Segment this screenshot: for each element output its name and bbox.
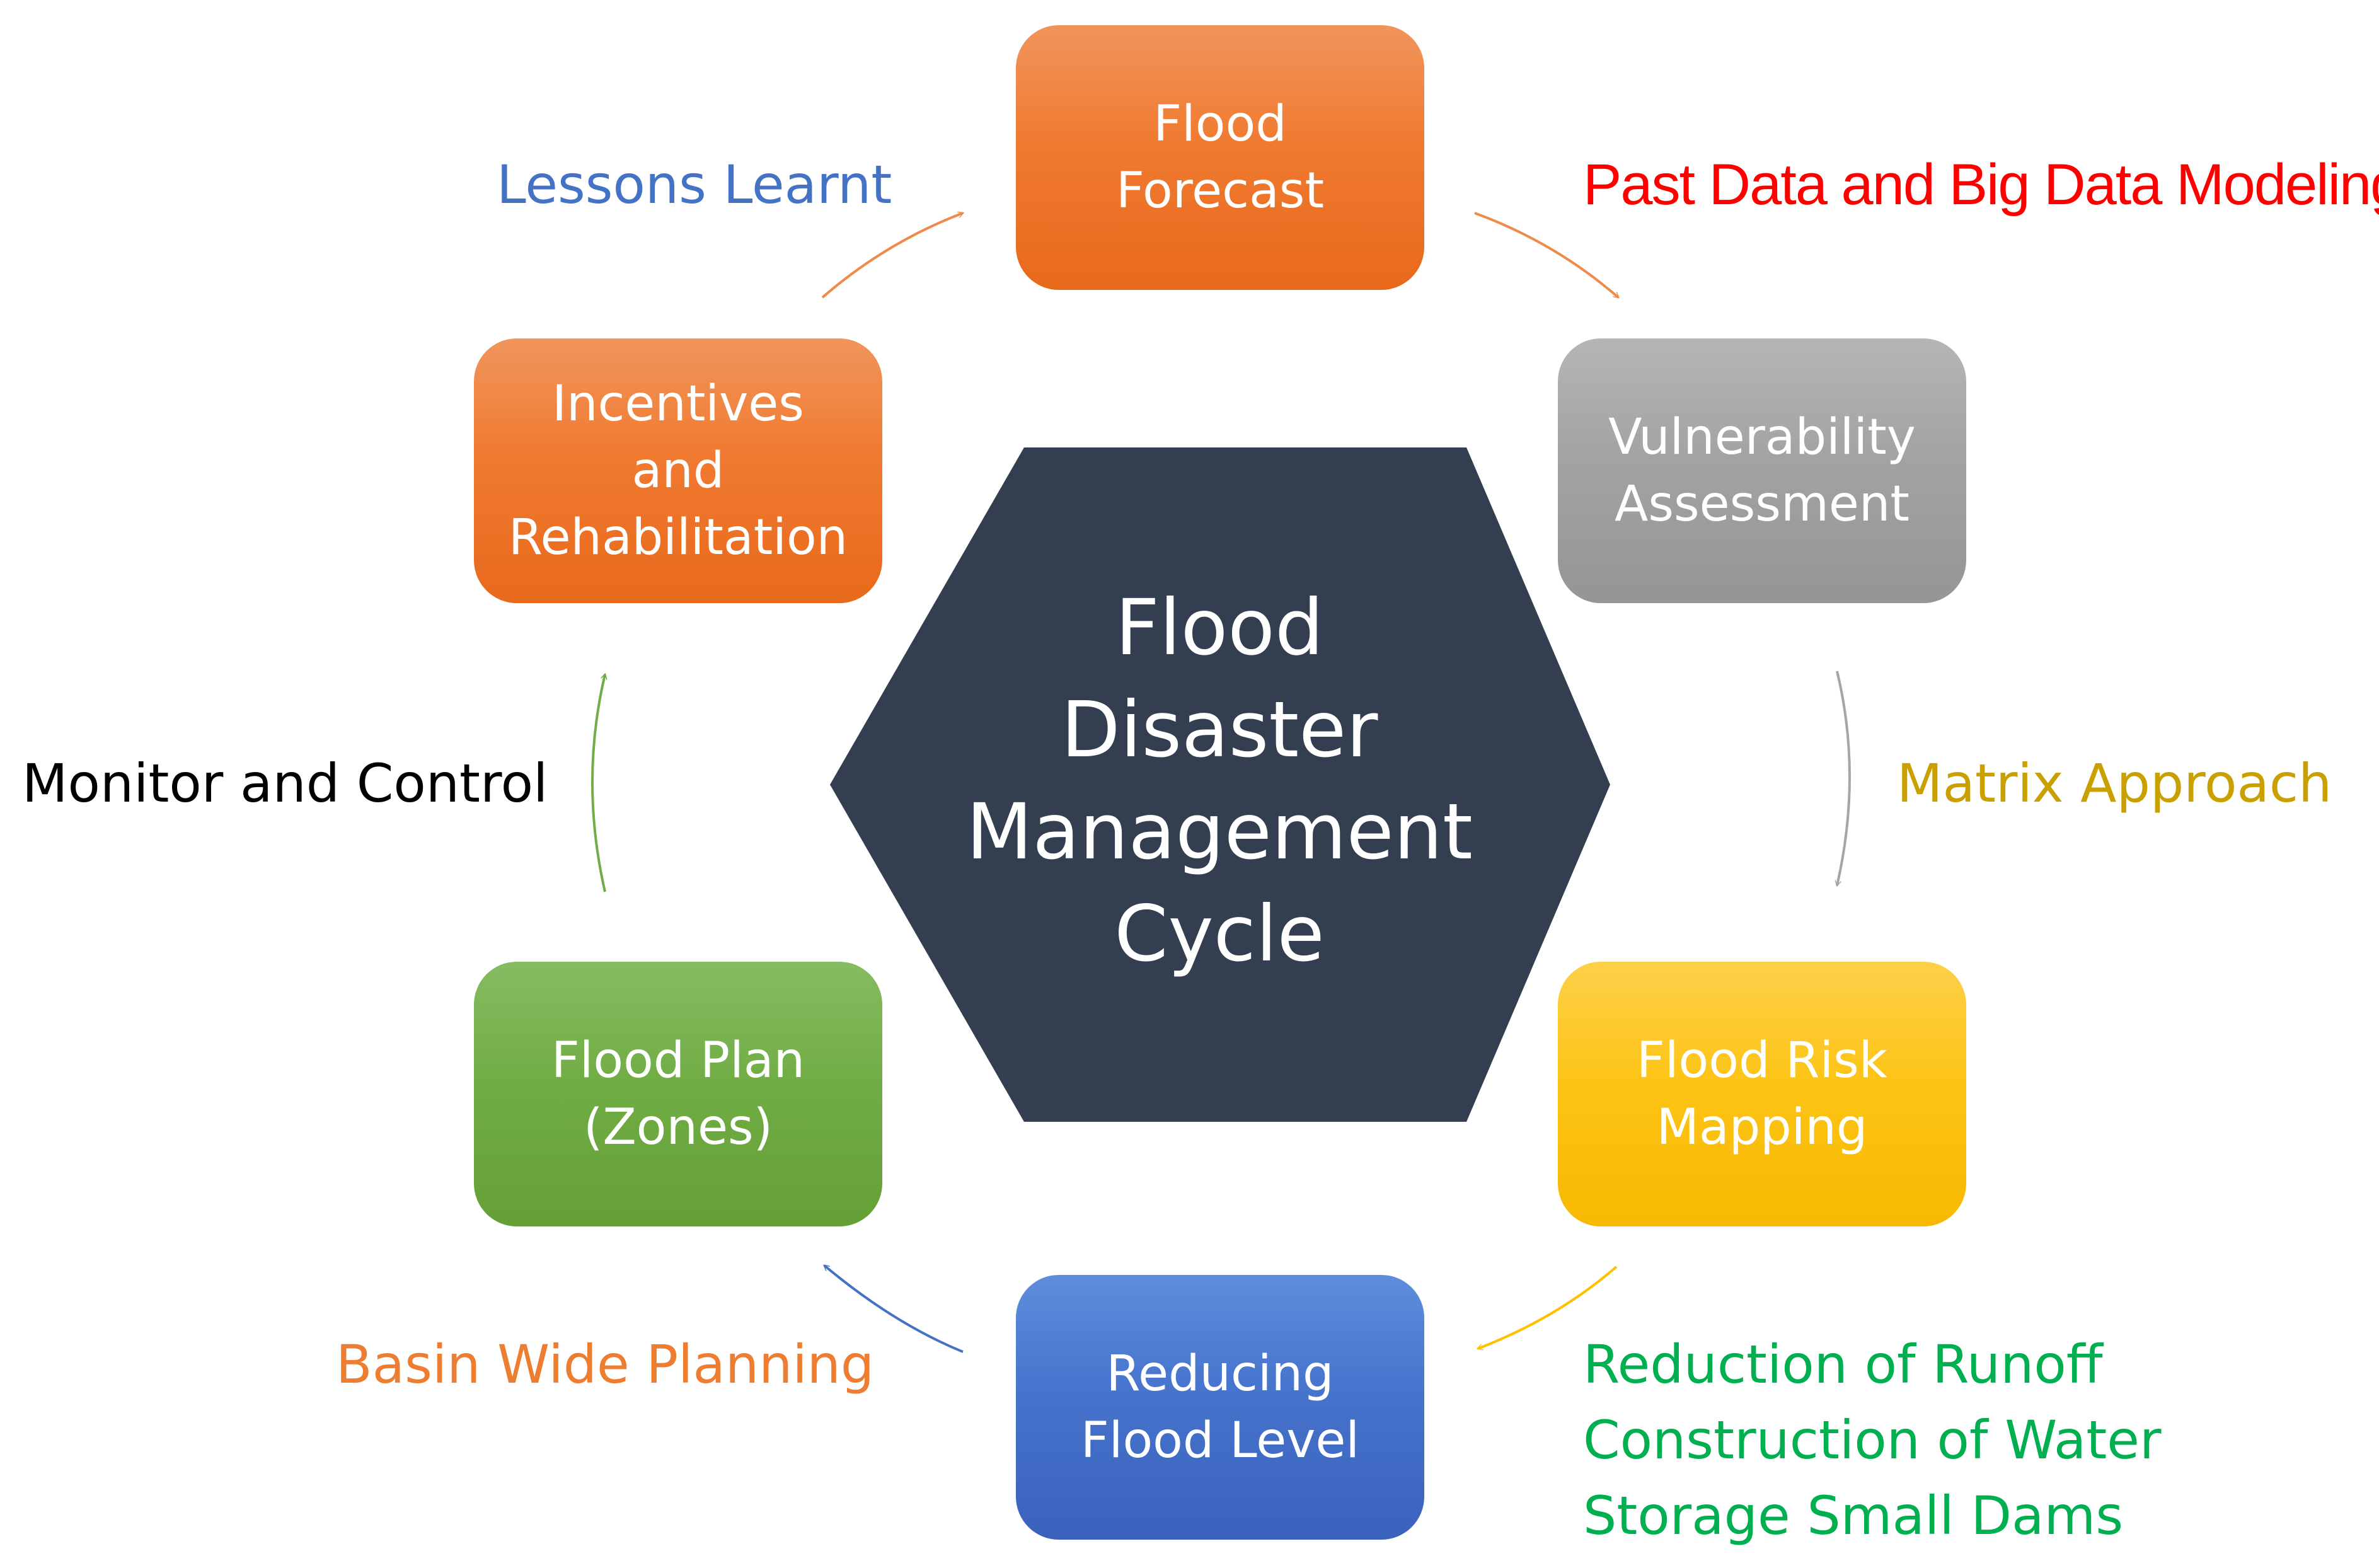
arrow-incentives-to-forecast <box>821 213 963 299</box>
label-basin-wide-planning: Basin Wide Planning <box>336 1334 875 1395</box>
box-line: and <box>631 442 725 499</box>
label-line: Storage Small Dams <box>1583 1485 2124 1547</box>
arrow-forecast-to-vulnerability <box>1474 212 1618 297</box>
box-line: Vulnerability <box>1608 409 1916 466</box>
box-line: Forecast <box>1115 163 1325 219</box>
box-line: Flood Risk <box>1637 1032 1887 1089</box>
box-line: (Zones) <box>583 1099 773 1156</box>
box-line: Rehabilitation <box>508 509 848 566</box>
box-line: Flood Plan <box>551 1032 805 1089</box>
box-line: Mapping <box>1656 1099 1868 1156</box>
label-monitor-and-control: Monitor and Control <box>22 752 548 814</box>
box-flood-plan-zones: Flood Plan (Zones) <box>474 962 882 1226</box>
center-title-line: Management <box>966 787 1473 877</box>
arrow-plan-to-incentives <box>591 674 605 892</box>
box-line: Flood <box>1153 96 1287 153</box>
label-line: Reduction of Runoff <box>1583 1334 2103 1395</box>
box-vulnerability-assessment: Vulnerability Assessment <box>1558 338 1966 603</box>
box-flood-risk-mapping: Flood Risk Mapping <box>1558 962 1966 1226</box>
box-line: Reducing <box>1106 1346 1334 1402</box>
center-title-line: Flood <box>1115 583 1324 672</box>
center-title-line: Disaster <box>1061 685 1378 775</box>
center-hexagon-shape <box>830 447 1610 1122</box>
label-line: Construction of Water <box>1583 1409 2162 1471</box>
box-reducing-flood-level: Reducing Flood Level <box>1016 1275 1424 1540</box>
box-incentives-rehabilitation: Incentives and Rehabilitation <box>474 338 882 603</box>
label-reduction-of-runoff: Reduction of Runoff Construction of Wate… <box>1583 1327 2162 1554</box>
box-line: Assessment <box>1615 476 1910 533</box>
arrow-risk-to-reducing <box>1478 1265 1618 1349</box>
center-title-line: Cycle <box>1114 889 1325 979</box>
box-flood-forecast: Flood Forecast <box>1016 25 1424 290</box>
label-lessons-learnt: Lessons Learnt <box>497 154 892 216</box>
center-title: Flood Disaster Management Cycle <box>895 577 1544 985</box>
label-past-data-modeling: Past Data and Big Data Modeling <box>1583 153 2379 217</box>
box-line: Incentives <box>552 376 804 432</box>
box-line: Flood Level <box>1080 1412 1360 1469</box>
arrow-vulnerability-to-risk <box>1837 671 1851 885</box>
label-matrix-approach: Matrix Approach <box>1897 752 2332 814</box>
arrow-reducing-to-plan <box>824 1265 964 1353</box>
